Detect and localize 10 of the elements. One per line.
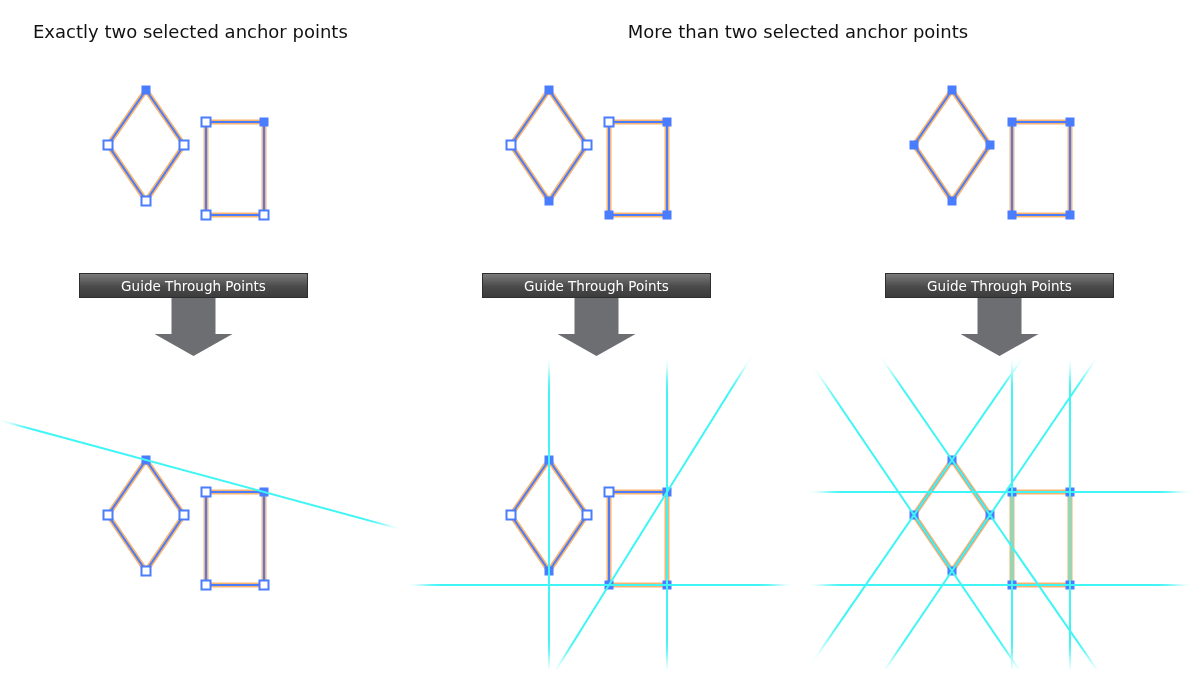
down-arrow (154, 298, 233, 356)
down-arrow (960, 298, 1039, 356)
command-button: Guide Through Points (885, 273, 1114, 298)
command-button: Guide Through Points (482, 273, 711, 298)
section-heading: Exactly two selected anchor points (33, 21, 348, 42)
down-arrow (557, 298, 636, 356)
shapes-with-guides-drawing (810, 356, 1190, 670)
command-button: Guide Through Points (79, 273, 308, 298)
shapes-with-guides-drawing (408, 356, 792, 670)
section-heading: More than two selected anchor points (627, 21, 969, 42)
